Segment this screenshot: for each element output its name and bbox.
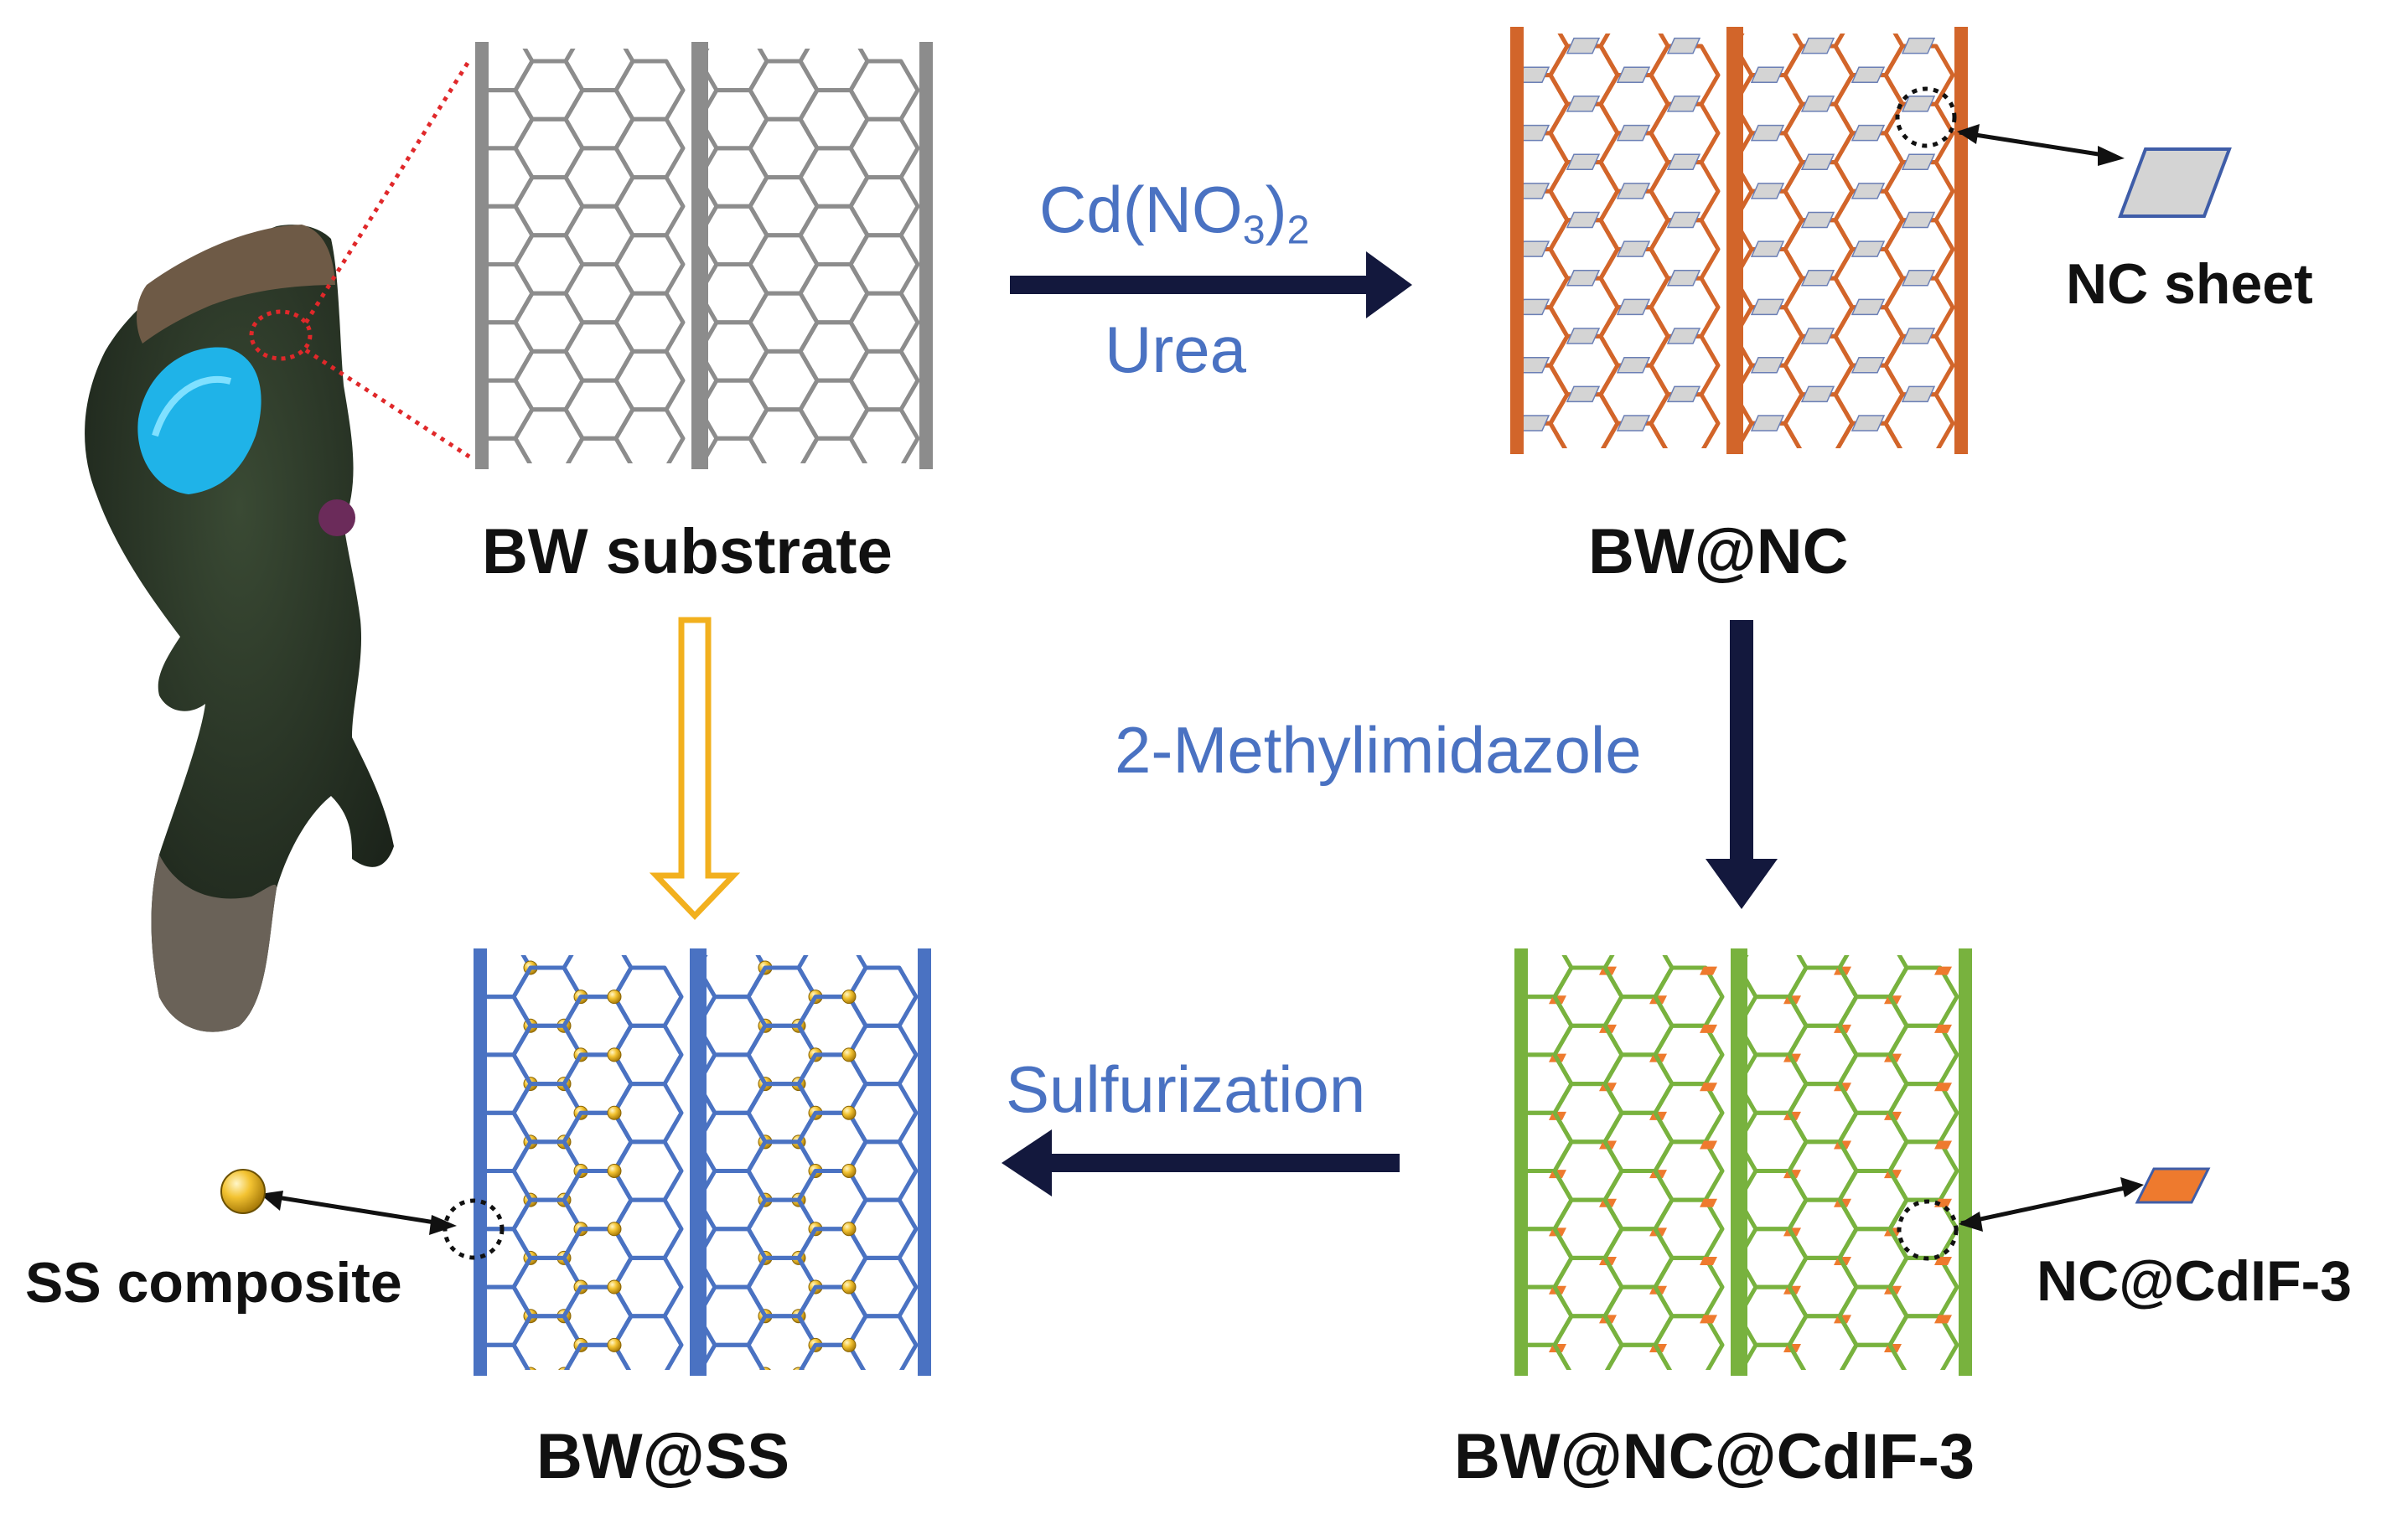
panel-bw-ss — [474, 948, 931, 1376]
nc-sheet-callout — [1895, 86, 2232, 218]
label-bw-nc: BW@NC — [1588, 516, 1849, 587]
structure-panels — [474, 27, 1972, 1376]
label-urea: Urea — [1105, 313, 1247, 386]
label-nc-sheet: NC sheet — [2066, 252, 2313, 316]
arrow-direct-sulfurization — [649, 617, 741, 921]
yellow-sphere-icon — [220, 1169, 266, 1214]
arrow-urea-step — [1010, 251, 1412, 318]
label-sulfurization: Sulfurization — [1006, 1052, 1366, 1126]
label-bw-ss: BW@SS — [536, 1421, 790, 1492]
panel-bw-nc-cdif3 — [1514, 948, 1972, 1376]
label-bw-nc-cdif3: BW@NC@CdIF-3 — [1454, 1421, 1975, 1492]
cd-close-text: ) — [1265, 173, 1287, 246]
grey-parallelogram-icon — [2118, 147, 2232, 218]
orange-parallelogram-icon — [2135, 1167, 2211, 1204]
cdif-callout — [1897, 1167, 2211, 1261]
ss-composite-callout — [220, 1169, 505, 1260]
cd-prefix-text: Cd(NO — [1039, 173, 1243, 246]
arrow-methylimidazole-step — [1706, 620, 1778, 909]
label-nc-cdif3: NC@CdIF-3 — [2037, 1249, 2353, 1313]
butterfly-wing-photo-icon — [85, 59, 472, 1032]
panel-bw-substrate — [475, 42, 933, 469]
label-cd-no3-2: Cd(NO3)2 — [1039, 172, 1309, 251]
label-bw-substrate: BW substrate — [482, 516, 893, 587]
label-methylimidazole: 2-Methylimidazole — [1115, 713, 1642, 787]
arrow-sulfurization-step — [1002, 1129, 1400, 1196]
cd-subscript-2: 2 — [1286, 207, 1310, 253]
label-ss-composite: SS composite — [25, 1251, 402, 1315]
panel-bw-nc — [1510, 27, 1968, 454]
cd-subscript-3: 3 — [1242, 207, 1266, 253]
